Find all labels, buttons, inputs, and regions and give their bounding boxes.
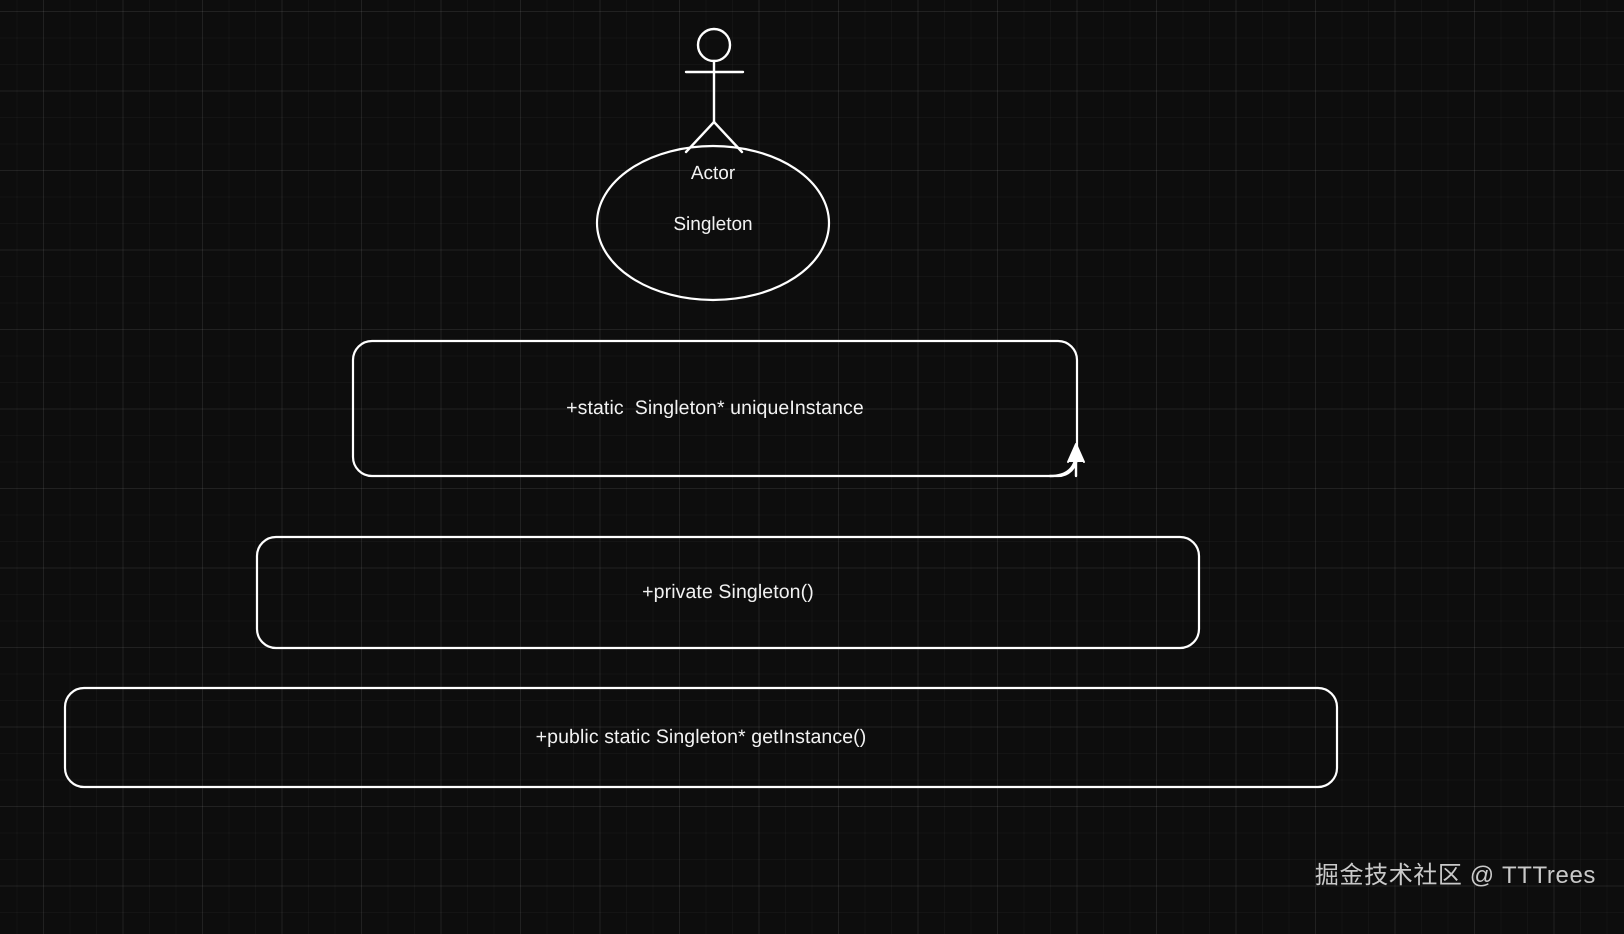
watermark-text: 掘金技术社区 @ TTTrees bbox=[1314, 862, 1596, 889]
actor-head-icon bbox=[696, 27, 732, 63]
arrowhead-up-icon bbox=[1067, 443, 1085, 463]
usecase-ellipse[interactable] bbox=[595, 144, 831, 302]
box-private-constructor[interactable] bbox=[255, 535, 1201, 650]
arrow-up-connector[interactable] bbox=[1048, 443, 1085, 478]
box-get-instance[interactable] bbox=[63, 686, 1339, 789]
box-unique-instance[interactable] bbox=[351, 339, 1079, 478]
actor-stick-figure[interactable] bbox=[684, 27, 745, 154]
